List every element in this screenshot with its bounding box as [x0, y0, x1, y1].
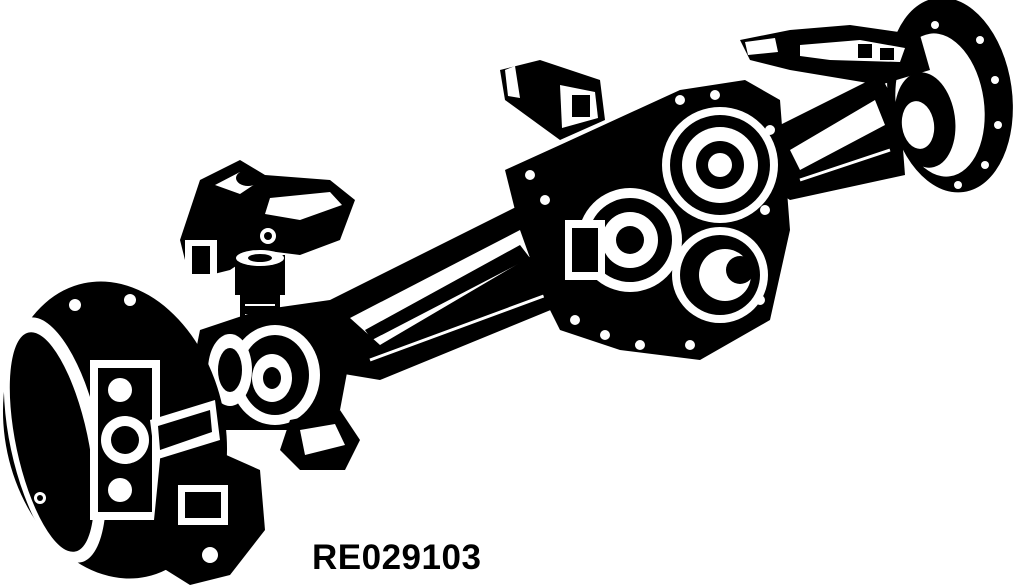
left-housing-cutaway: [280, 410, 360, 470]
figure-id-label: RE029103: [312, 538, 482, 577]
input-shaft: [500, 60, 605, 140]
right-axle-tube: [760, 75, 905, 200]
right-steering-bracket: [740, 25, 930, 85]
differential-housing: [505, 80, 790, 360]
left-universal-joint: [190, 300, 355, 430]
left-hub-assembly: [2, 281, 228, 579]
left-lower-knuckle: [150, 450, 265, 585]
axle-housing-tube: [320, 205, 575, 380]
left-steering-bracket: [180, 160, 355, 280]
